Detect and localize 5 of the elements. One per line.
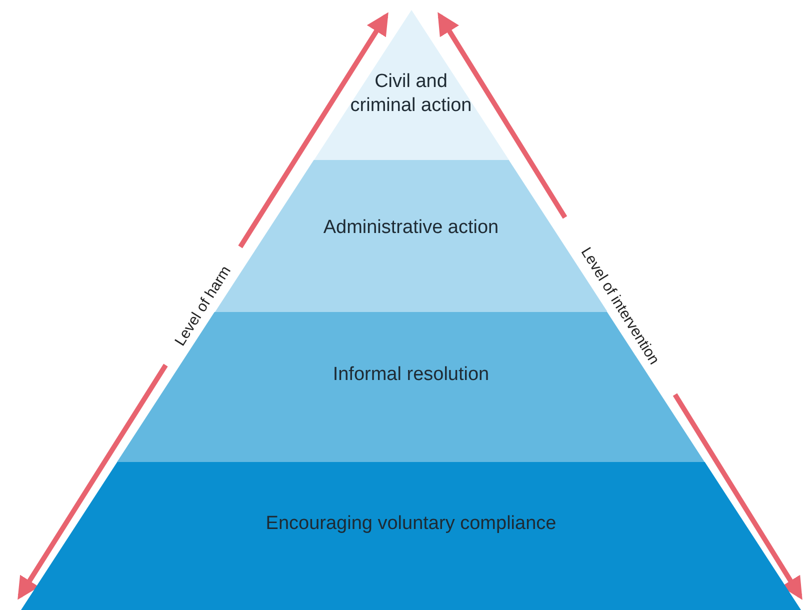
tier-label: Civil and criminal action: [349, 70, 473, 118]
tier-label: Encouraging voluntary compliance: [264, 512, 558, 536]
pyramid-tier: [21, 462, 801, 610]
tier-label: Informal resolution: [332, 363, 490, 387]
tier-label: Administrative action: [322, 216, 500, 240]
